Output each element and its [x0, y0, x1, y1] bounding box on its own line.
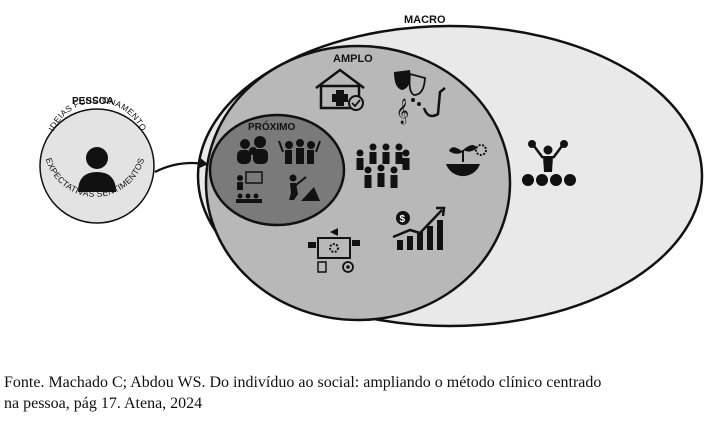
- digital-media-icon: [308, 228, 360, 273]
- social-levels-diagram: MACRO AMPLO PRÓXIMO PESSOA IDEIAS FUNCIO…: [39, 14, 704, 328]
- person-label: PESSOA: [72, 96, 114, 107]
- arrow: [154, 158, 208, 173]
- user-icon: [78, 147, 116, 192]
- svg-text:𝄞: 𝄞: [396, 98, 409, 124]
- theater-music-icon: 𝄞: [394, 70, 446, 124]
- proximo-label: PRÓXIMO: [248, 120, 295, 133]
- caption-line-2: na pessoa, pág 17. Atena, 2024: [4, 395, 203, 412]
- amplo-label: AMPLO: [333, 53, 373, 65]
- caption-line-1: Fonte. Machado C; Abdou WS. Do indivíduo…: [4, 374, 602, 391]
- finance-growth-icon: $: [392, 206, 446, 250]
- teaching-icon: [236, 171, 263, 203]
- community-icon: [356, 143, 410, 188]
- family-icon: [237, 136, 268, 164]
- svg-text:$: $: [400, 214, 406, 225]
- health-house-icon: [315, 68, 365, 111]
- figure-caption: Fonte. Machado C; Abdou WS. Do indivíduo…: [4, 372, 712, 414]
- friends-icon: [278, 139, 321, 164]
- worker-icon: [289, 174, 320, 201]
- macro-label: MACRO: [404, 14, 446, 26]
- environment-icon: [446, 144, 487, 177]
- money-power-icon: [522, 140, 576, 186]
